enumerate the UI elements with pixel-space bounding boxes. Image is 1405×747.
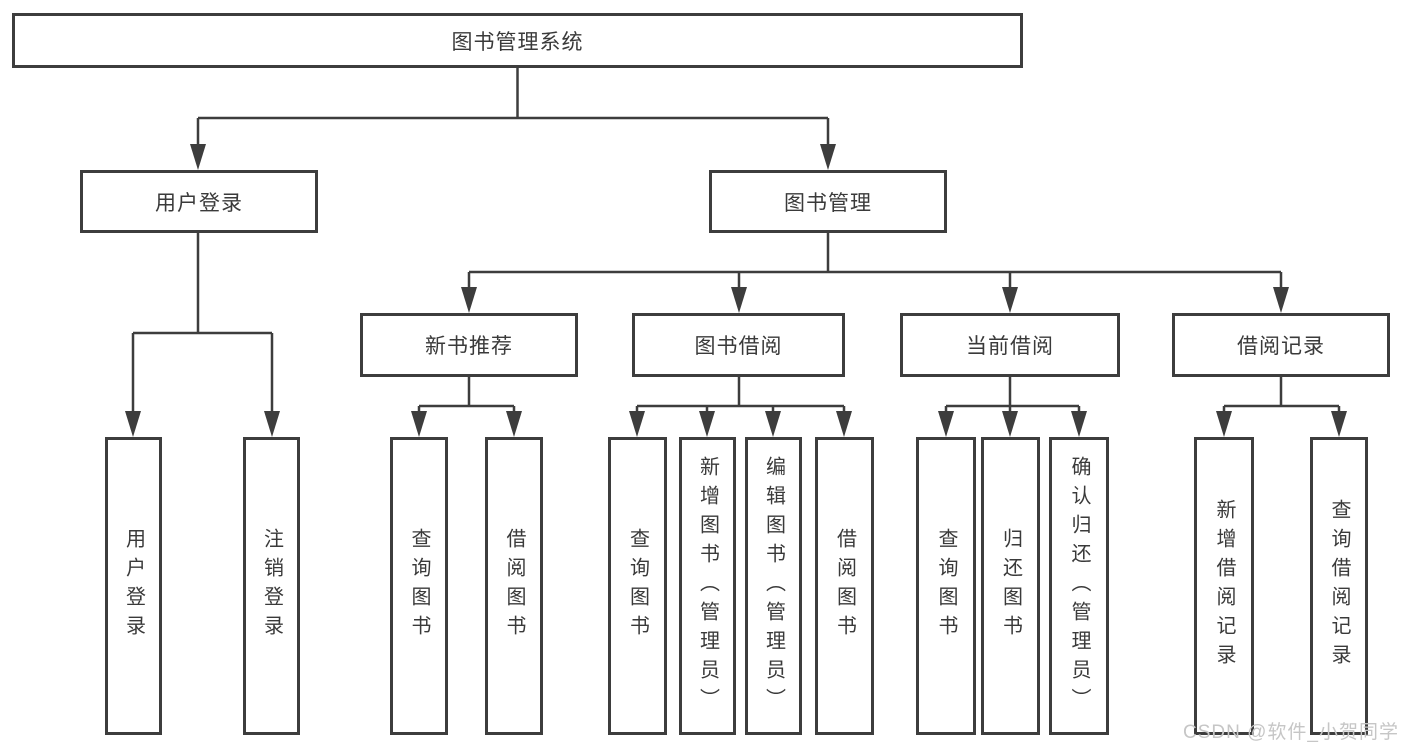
node-label: 查询图书 <box>626 528 649 644</box>
csdn-watermark: CSDN @软件_小贺同学 <box>1183 722 1399 743</box>
node-label: 图书借阅 <box>694 335 783 358</box>
leaf-borrow-edit-books-admin: 编辑图书（管理员） <box>745 437 802 735</box>
leaf-records-search-record: 查询借阅记录 <box>1310 437 1368 735</box>
leaf-logout: 注销登录 <box>243 437 300 735</box>
node-label: 借阅图书 <box>833 528 856 644</box>
node-borrowing-records: 借阅记录 <box>1172 313 1390 377</box>
node-label: 编辑图书（管理员） <box>762 455 785 717</box>
leaf-current-search-books: 查询图书 <box>916 437 976 735</box>
node-book-management: 图书管理 <box>709 170 947 233</box>
node-label: 借阅图书 <box>503 528 525 644</box>
leaf-borrow-search-books: 查询图书 <box>608 437 667 735</box>
leaf-newbook-search-books: 查询图书 <box>390 437 448 735</box>
leaf-records-add-record: 新增借阅记录 <box>1194 437 1254 735</box>
node-label: 查询图书 <box>408 528 430 644</box>
node-label: 用户登录 <box>122 528 145 644</box>
node-label: 确认归还（管理员） <box>1068 455 1090 717</box>
leaf-borrow-add-books-admin: 新增图书（管理员） <box>679 437 736 735</box>
leaf-current-return-books: 归还图书 <box>981 437 1040 735</box>
node-current-borrowing: 当前借阅 <box>900 313 1120 377</box>
node-label: 当前借阅 <box>966 335 1054 358</box>
node-label: 新书推荐 <box>425 335 513 358</box>
leaf-newbook-borrow-books: 借阅图书 <box>485 437 543 735</box>
node-label: 查询图书 <box>935 528 957 644</box>
node-label: 注销登录 <box>260 528 283 644</box>
leaf-user-login: 用户登录 <box>105 437 162 735</box>
node-label: 查询借阅记录 <box>1328 499 1350 673</box>
leaf-current-confirm-return-admin: 确认归还（管理员） <box>1049 437 1109 735</box>
node-book-borrowing: 图书借阅 <box>632 313 845 377</box>
node-label: 新增图书（管理员） <box>696 455 719 717</box>
node-user-login: 用户登录 <box>80 170 318 233</box>
node-label: 图书管理 <box>784 191 872 215</box>
node-new-book-recommendation: 新书推荐 <box>360 313 578 377</box>
node-label: 借阅记录 <box>1237 335 1325 358</box>
node-label: 用户登录 <box>155 191 243 215</box>
leaf-borrow-borrow-books: 借阅图书 <box>815 437 874 735</box>
node-label: 归还图书 <box>999 528 1022 644</box>
node-label: 新增借阅记录 <box>1213 499 1235 673</box>
node-root: 图书管理系统 <box>12 13 1023 68</box>
node-label: 图书管理系统 <box>451 30 584 54</box>
